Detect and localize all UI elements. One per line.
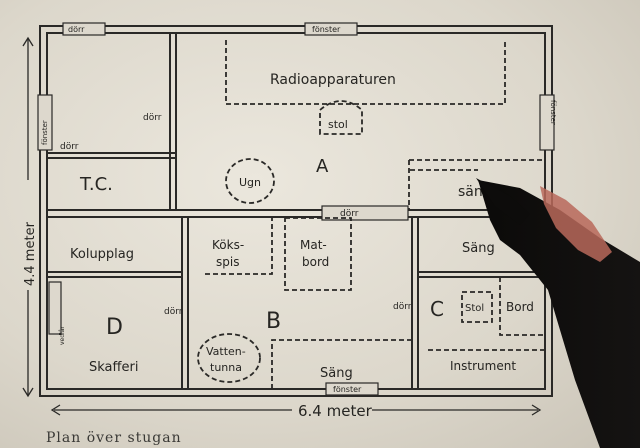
- label-stol-a: stol: [328, 118, 348, 131]
- label-door-c: dörr: [393, 302, 412, 312]
- dimension-height: 4.4 meter: [23, 221, 38, 286]
- dimension-width: 6.4 meter: [298, 402, 373, 420]
- label-window-bottom: fönster: [333, 385, 362, 394]
- label-window-left: fönster: [41, 120, 49, 145]
- label-matbord-1: Mat-: [300, 238, 327, 252]
- dimension-lines: [22, 36, 542, 416]
- label-ugn: Ugn: [239, 176, 261, 189]
- label-door-tc-upper: dörr: [143, 113, 162, 123]
- label-window-top: fönster: [312, 25, 341, 34]
- label-vedlar: vedlår: [59, 326, 66, 345]
- label-radioapparaturen: Radioapparaturen: [270, 72, 396, 88]
- room-label-b: B: [266, 309, 281, 334]
- label-bord-c: Bord: [506, 300, 534, 314]
- label-koksspis-1: Köks-: [212, 238, 244, 252]
- pointing-hand-silhouette: [476, 178, 640, 448]
- label-instrument: Instrument: [450, 359, 516, 373]
- label-door-top: dörr: [68, 25, 85, 34]
- room-label-kolupplag: Kolupplag: [70, 247, 134, 262]
- plan-caption: Plan över stugan: [46, 430, 182, 446]
- room-label-skafferi: Skafferi: [89, 360, 138, 375]
- openings: [37, 22, 555, 396]
- label-vattentunna-1: Vatten-: [206, 345, 246, 358]
- label-window-right: fönster: [549, 100, 557, 125]
- room-label-tc: T.C.: [79, 174, 113, 195]
- label-vattentunna-2: tunna: [210, 361, 242, 374]
- label-koksspis-2: spis: [216, 255, 239, 269]
- label-stol-c: Stol: [465, 303, 484, 314]
- room-label-d: D: [106, 315, 123, 340]
- furniture-outlines: [197, 40, 545, 389]
- interior-walls: [47, 33, 545, 389]
- label-door-ab: dörr: [340, 209, 359, 219]
- label-sang-c: Säng: [462, 241, 495, 256]
- label-sang-b: Säng: [320, 366, 353, 381]
- room-label-a: A: [316, 156, 329, 177]
- label-door-tc-lower: dörr: [60, 142, 79, 152]
- room-label-c: C: [430, 297, 444, 321]
- label-door-d: dörr: [164, 307, 183, 317]
- label-matbord-2: bord: [302, 255, 329, 269]
